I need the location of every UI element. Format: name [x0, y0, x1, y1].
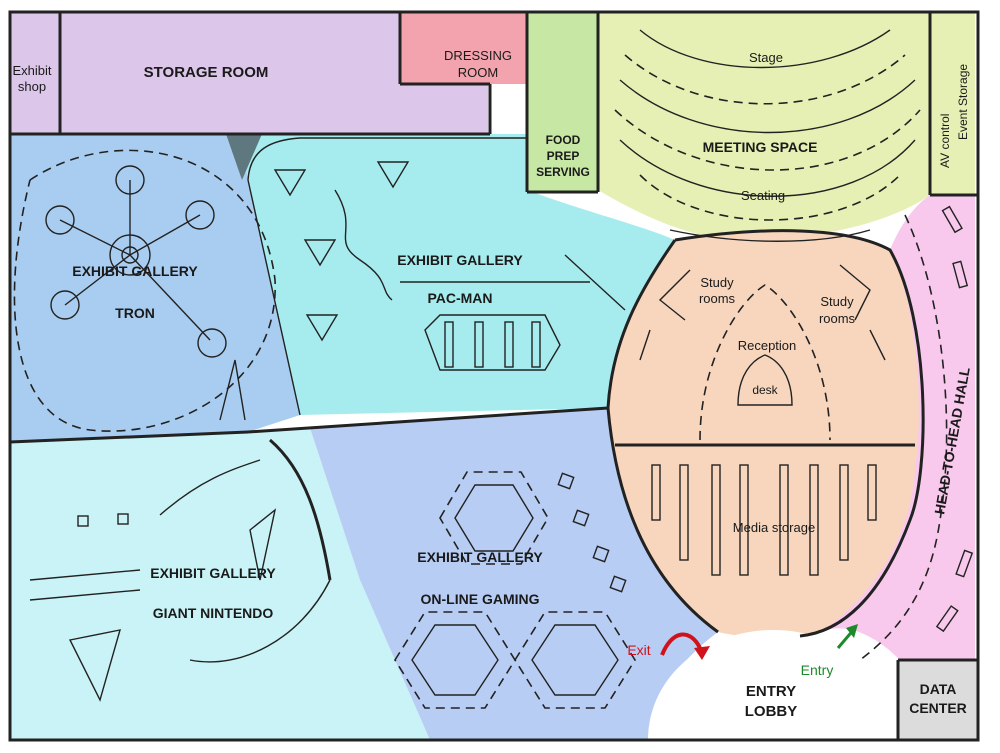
stage-label: Stage: [749, 50, 783, 65]
tron-exhibit-fixtures: [13, 149, 276, 432]
tron-gallery-label-1: EXHIBIT GALLERY: [72, 263, 198, 279]
data-center-label-1: DATA: [920, 681, 957, 697]
hall-fixtures: [859, 205, 974, 661]
food-prep-zone: [527, 12, 599, 192]
walls: [8, 10, 980, 742]
meeting-space-label: MEETING SPACE: [703, 139, 818, 155]
exit-arrowhead-icon: [694, 646, 710, 660]
nintendo-gallery-label-2: GIANT NINTENDO: [153, 605, 274, 621]
reception-fixtures: [639, 264, 886, 576]
online-gallery-label-2: ON-LINE GAMING: [421, 591, 540, 607]
food-prep-label-2: PREP: [547, 149, 580, 163]
exit-arrow-icon: [660, 632, 702, 656]
online-gallery-label-1: EXHIBIT GALLERY: [417, 549, 543, 565]
study-rooms-left-label-1: Study: [700, 275, 734, 290]
desk-label: desk: [752, 383, 778, 397]
dressing-room-label-2: ROOM: [458, 65, 498, 80]
pacman-gallery-label-1: EXHIBIT GALLERY: [397, 252, 523, 268]
study-rooms-left-label-2: rooms: [699, 291, 736, 306]
dressing-room-zone: [400, 12, 528, 84]
online-exhibit-fixtures: [394, 471, 636, 709]
entry-label: Entry: [801, 662, 834, 678]
reception-label: Reception: [738, 338, 797, 353]
av-control-label: AV control: [938, 114, 952, 168]
exhibit-shop-label-1: Exhibit: [12, 63, 51, 78]
study-rooms-right-label-1: Study: [820, 294, 854, 309]
pacman-gallery-zone: [240, 134, 675, 415]
dark-corner: [226, 134, 262, 180]
dressing-room-label-1: DRESSING: [444, 48, 512, 63]
data-center-zone: [898, 660, 978, 740]
exit-label: Exit: [627, 642, 650, 658]
media-storage-label: Media storage: [733, 520, 815, 535]
nintendo-exhibit-fixtures: [29, 459, 331, 702]
tron-gallery-label-2: TRON: [115, 305, 155, 321]
event-storage-label: Event Storage: [956, 64, 970, 140]
food-prep-label-1: FOOD: [546, 133, 581, 147]
pacman-exhibit-fixtures: [273, 161, 626, 371]
entry-lobby-zone: [648, 629, 895, 740]
food-prep-label-3: SERVING: [536, 165, 590, 179]
entry-lobby-label-1: ENTRY: [746, 683, 796, 700]
storage-room-label: STORAGE ROOM: [144, 64, 269, 81]
study-rooms-right-label-2: rooms: [819, 311, 856, 326]
entry-arrowhead-icon: [846, 624, 858, 638]
exhibit-shop-label-2: shop: [18, 79, 46, 94]
seating-rows: [614, 29, 921, 242]
nintendo-gallery-zone: [10, 428, 430, 740]
data-center-label-2: CENTER: [909, 700, 967, 716]
seating-label: Seating: [741, 188, 785, 203]
reception-zone: [608, 230, 924, 638]
entry-lobby-label-2: LOBBY: [745, 703, 798, 720]
tron-gallery-zone: [10, 134, 300, 442]
pacman-gallery-label-2: PAC-MAN: [427, 290, 492, 306]
nintendo-gallery-label-1: EXHIBIT GALLERY: [150, 565, 276, 581]
